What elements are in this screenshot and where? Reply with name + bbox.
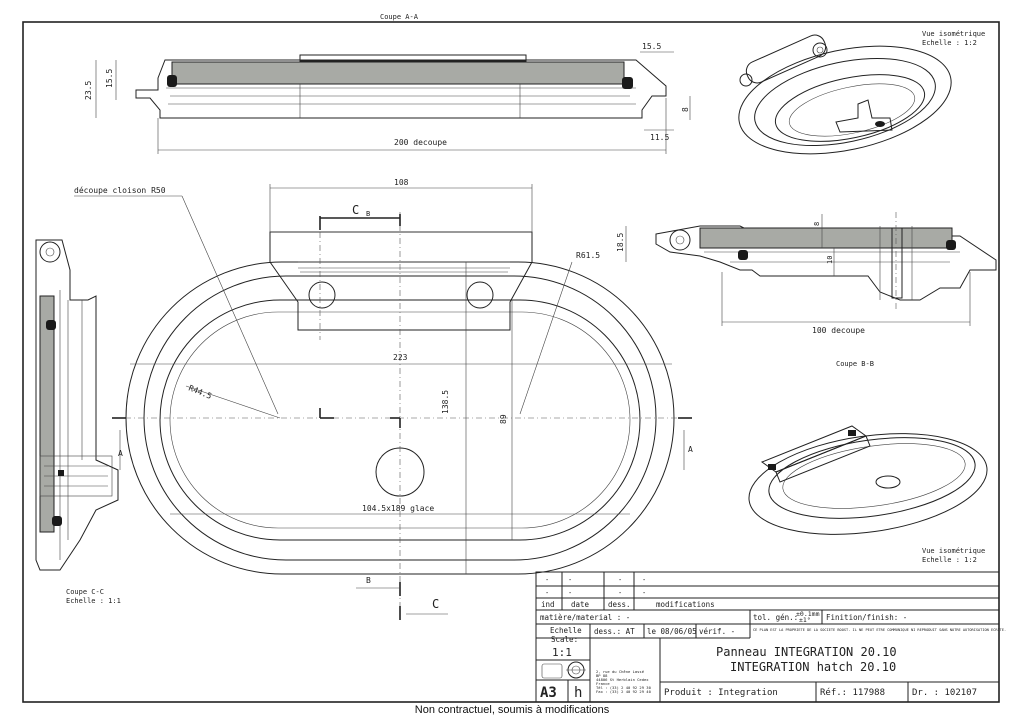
- iso-top-title: Vue isométrique: [922, 30, 985, 38]
- date-field: le 08/06/05: [647, 627, 697, 636]
- dim-108: 108: [394, 178, 409, 187]
- hinge-hole-left: [308, 281, 336, 309]
- dim-r44-5: R44.5: [187, 384, 213, 401]
- col-modifications: modifications: [656, 600, 715, 609]
- col-date: date: [571, 600, 590, 609]
- tol-value-mm: ±0.1mm: [796, 610, 820, 618]
- sheet-border: [22, 21, 1000, 703]
- dess-field: dess.: AT: [594, 627, 635, 636]
- section-cc-title: Coupe C-C: [66, 588, 104, 596]
- company-address: 2, rue du Chêne Lassé BP 88 44806 St Her…: [596, 669, 652, 694]
- property-note: CE PLAN EST LA PROPRIETE DE LA SOCIETE B…: [753, 628, 1006, 632]
- section-bb-view: 18.5 8 10 100 decoupe Coupe B-B: [616, 212, 997, 368]
- isometric-view-top: Vue isométrique Echelle : 1:2: [738, 30, 985, 155]
- finition-field: Finition/finish: -: [826, 613, 907, 622]
- iso-bottom-scale: Echelle : 1:2: [922, 556, 977, 564]
- dim-decoupe-cloison: découpe cloison R50: [74, 185, 166, 195]
- rev1-mod: -: [642, 576, 646, 584]
- rev1-date: -: [568, 576, 572, 584]
- dim-223: 223: [393, 353, 408, 362]
- dim-glace: 104.5x189 glace: [362, 504, 434, 513]
- section-b-marker-bottom: B: [366, 576, 371, 585]
- dim-23-5: 23.5: [84, 81, 93, 100]
- rev2-date: -: [568, 589, 572, 597]
- title-block: - - - - - - - - ind date dess. modificat…: [535, 571, 1006, 703]
- dim-r61-5: R61.5: [576, 251, 600, 260]
- section-c-marker-bottom: C: [432, 597, 439, 611]
- hinge-block: [269, 231, 533, 331]
- dim-200-decoupe: 200 decoupe: [394, 138, 447, 147]
- material-field: matière/material : -: [540, 613, 630, 622]
- dim-18-5: 18.5: [616, 233, 625, 252]
- scale-label: Scale:: [551, 635, 578, 644]
- format-suffix: h: [574, 685, 582, 701]
- section-cc-scale: Echelle : 1:1: [66, 597, 121, 605]
- format-a3: A3: [540, 685, 557, 701]
- section-b-sub-marker: B: [366, 210, 370, 218]
- dim-11-5: 11.5: [650, 133, 669, 142]
- svg-text:BP 88: BP 88: [596, 673, 608, 678]
- tol-label: tol. gén.:: [753, 613, 798, 622]
- company-logo: [541, 661, 586, 679]
- glass-pane-bb: [699, 227, 953, 249]
- rev1-dess: -: [618, 576, 622, 584]
- section-cc-view: Coupe C-C Echelle : 1:1: [35, 239, 121, 605]
- rev2-dess: -: [618, 589, 622, 597]
- section-aa-view: Coupe A-A 15.5 23.5 15.5 8 11.5 200 deco…: [84, 13, 691, 154]
- section-aa-title: Coupe A-A: [380, 13, 419, 21]
- svg-text:44806 St Herblain Cedex: 44806 St Herblain Cedex: [596, 677, 649, 682]
- section-c-marker-top: C: [352, 203, 359, 217]
- section-a-marker-right: A: [688, 445, 693, 454]
- dim-8-aa: 8: [681, 107, 690, 112]
- verif-field: vérif. -: [699, 627, 735, 636]
- title-fr: Panneau INTEGRATION 20.10: [716, 645, 897, 659]
- echelle-label: Echelle: [550, 626, 582, 635]
- svg-text:France: France: [596, 681, 610, 686]
- isometric-view-bottom: Vue isométrique Echelle : 1:2: [748, 425, 988, 564]
- section-bb-title: Coupe B-B: [836, 360, 874, 368]
- dim-15-5-left: 15.5: [105, 69, 114, 88]
- section-a-marker-left: A: [118, 449, 123, 458]
- hinge-strip: [299, 54, 527, 62]
- dim-89: 89: [499, 414, 508, 424]
- title-en: INTEGRATION hatch 20.10: [730, 660, 896, 674]
- iso-top-scale: Echelle : 1:2: [922, 39, 977, 47]
- col-ind: ind: [541, 600, 555, 609]
- dr-field: Dr. : 102107: [912, 688, 977, 698]
- dim-138-5: 138.5: [441, 390, 450, 414]
- iso-bottom-title: Vue isométrique: [922, 547, 985, 555]
- rev2-ind: -: [545, 589, 549, 597]
- glass-pane-aa: [171, 61, 625, 85]
- ref-field: Réf.: 117988: [820, 687, 885, 698]
- tol-value-deg: ±1°: [799, 616, 811, 624]
- dim-8-bb: 8: [813, 222, 821, 226]
- dim-100-decoupe: 100 decoupe: [812, 326, 865, 335]
- produit-field: Produit : Integration: [664, 688, 778, 698]
- glass-pane-cc: [39, 295, 55, 533]
- scale-value: 1:1: [552, 646, 572, 659]
- footer-note: Non contractuel, soumis à modifications: [414, 704, 610, 716]
- svg-text:Tél : (33) 2 40 92 29 30: Tél : (33) 2 40 92 29 30: [596, 685, 652, 690]
- dim-15-5-top: 15.5: [642, 42, 661, 51]
- dim-10: 10: [826, 256, 834, 264]
- rev2-mod: -: [642, 589, 646, 597]
- svg-text:Fax : (33) 2 40 92 29 40: Fax : (33) 2 40 92 29 40: [596, 689, 652, 694]
- svg-text:2, rue du Chêne Lassé: 2, rue du Chêne Lassé: [596, 669, 645, 674]
- plan-view: C B A A B C 108 découpe cloison R50 R61.…: [74, 178, 693, 620]
- hinge-hole-right: [466, 281, 494, 309]
- col-dess: dess.: [608, 600, 631, 609]
- rev1-ind: -: [545, 576, 549, 584]
